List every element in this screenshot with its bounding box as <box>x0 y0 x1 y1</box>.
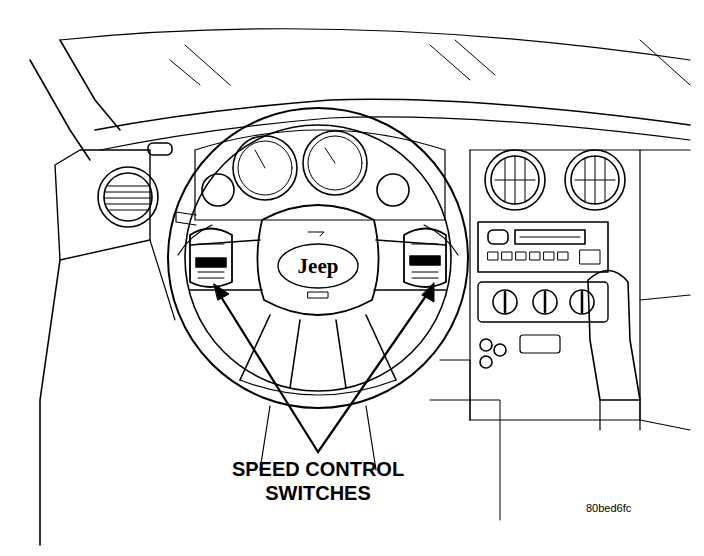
emblem-text: Jeep <box>283 252 353 280</box>
figure-code: 80bed6fc <box>586 501 686 515</box>
callout-label: SPEED CONTROL SWITCHES <box>213 457 423 505</box>
